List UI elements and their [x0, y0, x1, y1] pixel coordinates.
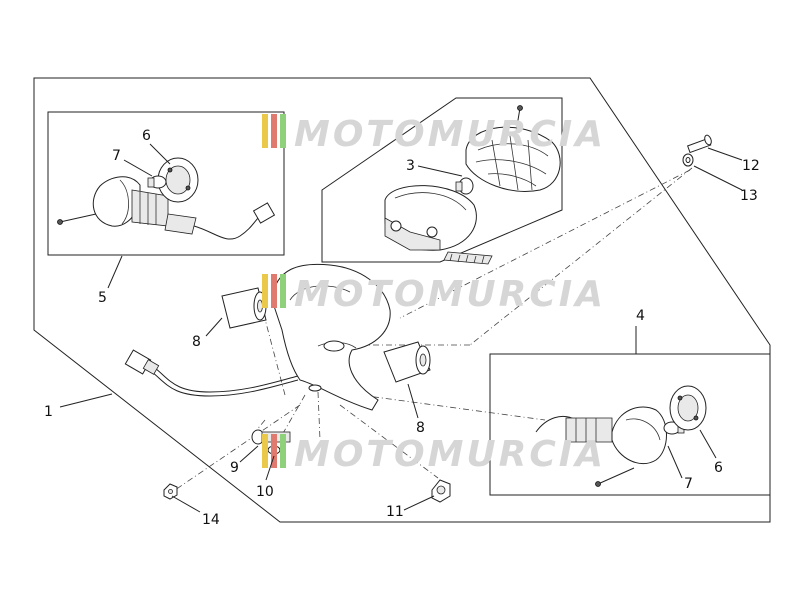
callout-8-right: 8 [416, 420, 425, 436]
washer-part-13 [682, 153, 694, 167]
callout-10: 10 [256, 484, 274, 500]
main-wiring-harness [124, 349, 299, 397]
assembly-frame [33, 77, 771, 523]
left-grommet [221, 287, 267, 329]
callout-8-left: 8 [192, 334, 201, 350]
right-indicator-screw [595, 467, 635, 487]
watermark-text: MOTOMURCIA [294, 434, 606, 475]
watermark-bottom: MOTOMURCIA [262, 434, 606, 475]
screw-part-12 [686, 134, 712, 154]
right-grommet [383, 341, 431, 383]
callout-9: 9 [230, 460, 239, 476]
callout-4: 4 [636, 308, 645, 324]
callout-6-left: 6 [142, 128, 151, 144]
tail-light-housing [384, 185, 477, 251]
watermark-middle: MOTOMURCIA [262, 274, 606, 315]
rear-mudguard [271, 263, 391, 411]
tail-light-bulb [455, 177, 474, 195]
tail-light-reflector-strip [443, 251, 493, 265]
left-indicator-screw [57, 213, 97, 225]
callout-6-right: 6 [714, 460, 723, 476]
tail-light-screw [515, 105, 523, 133]
left-indicator-wire-plug [164, 202, 276, 240]
right-indicator-lens [611, 406, 667, 465]
right-indicator-box [489, 353, 771, 496]
nut-part-11 [431, 479, 451, 503]
callout-labels: 1 3 4 5 6 6 7 7 8 8 9 10 11 12 13 14 [44, 128, 760, 528]
leader-lines [59, 143, 743, 513]
callout-5: 5 [98, 290, 107, 306]
right-indicator-bulb-holder [669, 385, 707, 431]
left-indicator-box [47, 111, 285, 256]
callout-13: 13 [740, 188, 758, 204]
watermark-top: MOTOMURCIA [262, 114, 606, 155]
callout-3: 3 [406, 158, 415, 174]
tail-light-box [321, 97, 563, 263]
callout-14: 14 [202, 512, 220, 528]
callout-12: 12 [742, 158, 760, 174]
left-indicator-bulb [147, 175, 167, 189]
nut-part-14 [163, 483, 178, 500]
tail-light-lens [465, 126, 561, 192]
callout-11: 11 [386, 504, 404, 520]
callout-1: 1 [44, 404, 53, 420]
left-indicator-lens [92, 176, 169, 227]
watermark-text: MOTOMURCIA [294, 114, 606, 155]
callout-7-left: 7 [112, 148, 121, 164]
watermark-text: MOTOMURCIA [294, 274, 606, 315]
right-indicator-wire [535, 416, 613, 443]
callout-7-right: 7 [684, 476, 693, 492]
